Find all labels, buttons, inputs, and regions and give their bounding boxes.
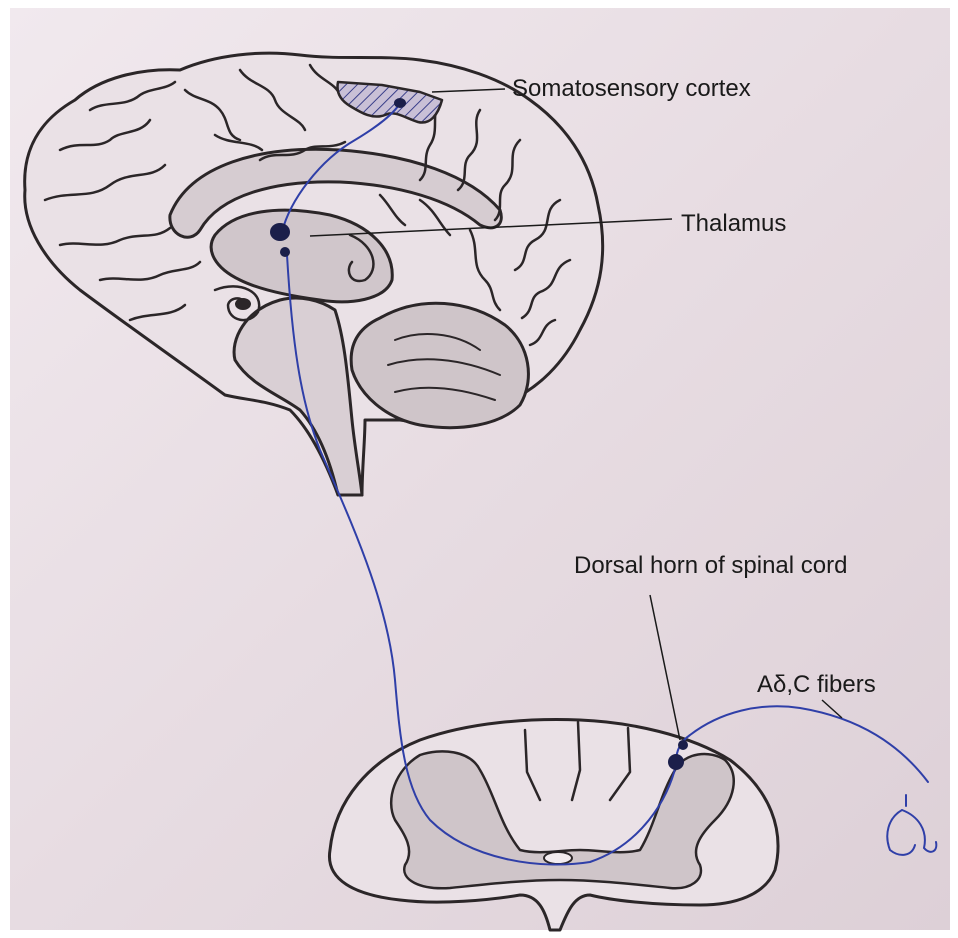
spinal-cord-section bbox=[329, 720, 778, 930]
label-thalamus: Thalamus bbox=[681, 212, 786, 236]
thalamic-neuron-large bbox=[270, 223, 290, 241]
central-canal bbox=[544, 852, 572, 864]
dorsal-horn-neuron-small bbox=[678, 740, 688, 750]
label-fibers: Aδ,C fibers bbox=[757, 673, 876, 697]
cortical-neuron bbox=[394, 98, 406, 108]
label-somatosensory-cortex: Somatosensory cortex bbox=[512, 77, 751, 101]
thalamic-neuron-small bbox=[280, 247, 290, 257]
dorsal-horn-neuron-large bbox=[668, 754, 684, 770]
label-dorsal-horn: Dorsal horn of spinal cord bbox=[574, 554, 847, 578]
